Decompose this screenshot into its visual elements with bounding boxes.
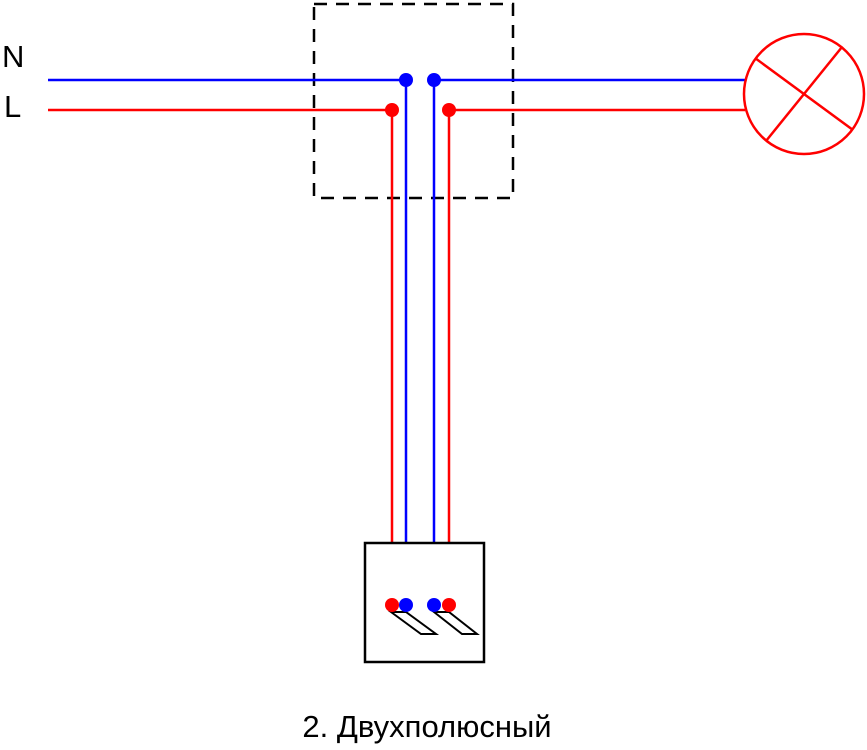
junction-dot-live-left [385, 103, 399, 117]
junction-dot-neutral-left [399, 73, 413, 87]
neutral-wire [48, 78, 745, 605]
live-wire [48, 108, 745, 605]
neutral-terminal-label: N [2, 39, 24, 74]
live-terminal-label: L [4, 89, 21, 124]
two-pole-switch [363, 541, 486, 664]
switch-lever-left [387, 611, 440, 635]
switch-dot-live-right [442, 598, 456, 612]
switch-lever-right [431, 611, 480, 635]
lamp-symbol [742, 32, 866, 156]
switch-dot-neutral-right [427, 598, 441, 612]
switch-dot-neutral-left [399, 598, 413, 612]
switch-dot-live-left [385, 598, 399, 612]
junction-dot-neutral-right [427, 73, 441, 87]
junction-box-terminals [385, 73, 456, 117]
lamp-circle [742, 32, 866, 156]
switch-terminals [385, 598, 456, 612]
junction-dot-live-right [442, 103, 456, 117]
switch-box-outline [363, 541, 486, 664]
diagram-caption: 2. Двухполюсный [302, 709, 551, 744]
lamp-cross-line-2 [754, 56, 854, 132]
junction-box-dashed-outline [312, 2, 515, 200]
